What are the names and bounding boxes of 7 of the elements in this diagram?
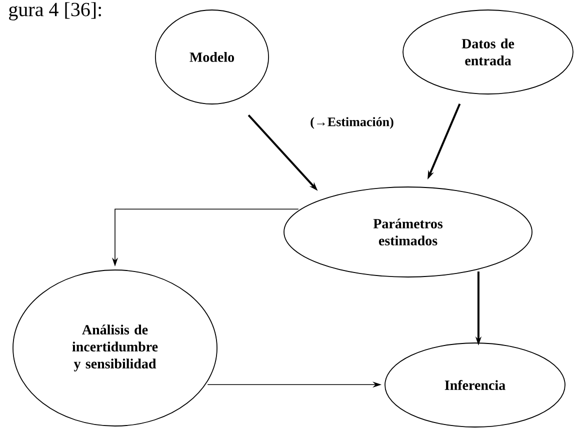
ellipse-node: Modelo [154,10,270,104]
ellipse-node: Análisis de incertidumbre y sensibilidad [12,270,218,426]
note-text: (→Estimación) [310,117,394,129]
ellipse-node: Inferencia [384,342,566,428]
note-text: gura 4 [36]: [9,2,101,20]
ellipse-node: Parámetros estimados [284,186,532,278]
ellipse-node: Datos de entrada [402,10,574,94]
